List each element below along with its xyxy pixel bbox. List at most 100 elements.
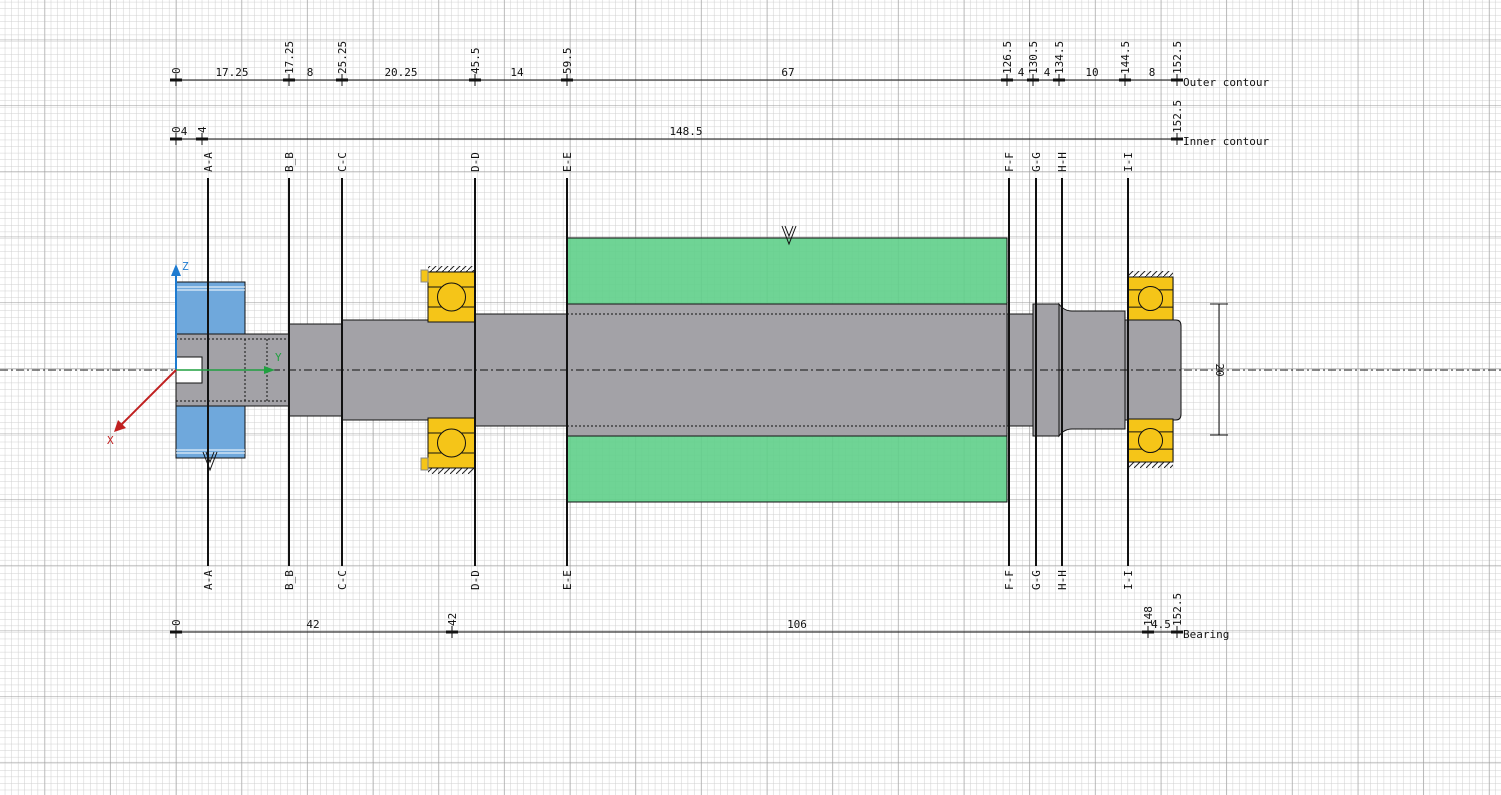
bearing-housing-hatch (428, 266, 475, 272)
section-label-bottom: I-I (1122, 570, 1135, 590)
dimension-arrow-icon (170, 137, 182, 141)
gear-bottom (175, 405, 246, 459)
z-axis-label: Z (182, 260, 189, 273)
outer-position-label: 126.5 (1001, 41, 1014, 74)
inner-position-label: 0 (170, 126, 183, 133)
bearing (1127, 418, 1174, 468)
bearing-position-label: 0 (170, 619, 183, 626)
outer-position-label: 134.5 (1053, 41, 1066, 74)
bearing-ball (1137, 427, 1164, 454)
dimension-arrow-icon (1001, 78, 1013, 82)
section-label-top: A-A (202, 152, 215, 172)
press-fit-zone (566, 237, 1008, 503)
bearing-chain-label: Bearing (1183, 628, 1229, 641)
bearing-ring (1127, 418, 1174, 463)
dimension-arrow-icon (336, 78, 348, 82)
section-label-top: E-E (561, 152, 574, 172)
outer-segment-label: 10 (1085, 66, 1098, 79)
bearing-segment-label: 4.5 (1151, 618, 1171, 631)
dimension-arrow-icon (170, 630, 182, 634)
inner-chain-label: Inner contour (1183, 135, 1269, 148)
outer-segment-label: 8 (307, 66, 314, 79)
section-label-bottom: E-E (561, 570, 574, 590)
y-arrow-icon (264, 366, 275, 374)
diameter-dimension: 20 (1210, 303, 1228, 436)
outer-segment-label: 17.25 (215, 66, 248, 79)
x-arrow-icon (114, 420, 126, 432)
section-label-top: F-F (1003, 152, 1016, 172)
section-label-bottom: G-G (1030, 570, 1043, 590)
outer-chain-label: Outer contour (1183, 76, 1269, 89)
dimension-arrow-icon (283, 78, 295, 82)
outer-position-label: 152.5 (1171, 41, 1184, 74)
fit-zone-bottom (566, 435, 1008, 503)
section-cuts: A-AA-AB_BB_BC-CC-CD-DD-DE-EE-EF-FF-FG-GG… (202, 152, 1135, 590)
outer-segment-label: 8 (1149, 66, 1156, 79)
dimension-arrow-icon (1119, 78, 1131, 82)
bearing (1127, 271, 1174, 321)
outer-segment-label: 14 (510, 66, 524, 79)
bearing-housing-hatch (1128, 271, 1173, 277)
dimension-arrow-icon (469, 78, 481, 82)
outer-position-label: 17.25 (283, 41, 296, 74)
bearing-position-label: 148 (1142, 606, 1155, 626)
section-label-bottom: C-C (336, 570, 349, 590)
gear-teeth-lines (176, 286, 245, 454)
section-label-top: H-H (1056, 152, 1069, 172)
bearing-position-label: 42 (446, 613, 459, 626)
dimension-arrow-icon (446, 630, 458, 634)
dimension-arrow-icon (1171, 137, 1183, 141)
z-arrow-icon (171, 264, 181, 276)
bearings (420, 266, 1174, 474)
dimension-arrow-icon (196, 137, 208, 141)
bearing-housing-hatch (1128, 462, 1173, 468)
section-label-bottom: A-A (202, 570, 215, 590)
section-label-bottom: F-F (1003, 570, 1016, 590)
outer-segment-label: 4 (1018, 66, 1025, 79)
section-label-top: I-I (1122, 152, 1135, 172)
surface-finish-icon (202, 451, 218, 472)
bearing-segment-label: 42 (306, 618, 319, 631)
retaining-ring (420, 269, 429, 283)
surface-finish-marks (202, 225, 797, 472)
inner-position-label: 152.5 (1171, 100, 1184, 133)
outer-segment-label: 20.25 (384, 66, 417, 79)
dimension-arrow-icon (1142, 630, 1154, 634)
dimension-arrow-icon (1053, 78, 1065, 82)
gear-top (175, 281, 246, 335)
outer-segment-label: 4 (1044, 66, 1051, 79)
outer-position-label: 25.25 (336, 41, 349, 74)
bearing (427, 266, 476, 323)
section-label-top: D-D (469, 152, 482, 172)
hidden-bore-lines (176, 313, 1007, 427)
bearing-position-label: 152.5 (1171, 593, 1184, 626)
outer-position-label: 130.5 (1027, 41, 1040, 74)
section-label-top: G-G (1030, 152, 1043, 172)
outer-segment-label: 67 (781, 66, 794, 79)
inner-segment-label: 4 (181, 125, 188, 138)
inner-segment-label: 148.5 (669, 125, 702, 138)
bearing-ball (437, 428, 466, 458)
y-axis-label: Y (275, 351, 282, 364)
surface-finish-icon (781, 225, 797, 246)
inner-position-label: 4 (196, 126, 209, 133)
bearing-housing-hatch (428, 468, 475, 474)
retaining-ring (420, 457, 429, 471)
section-label-bottom: D-D (469, 570, 482, 590)
fit-zone-top (566, 237, 1008, 305)
shaft-segment-4 (474, 313, 568, 427)
section-label-top: B_B (283, 152, 296, 172)
dimension-arrow-icon (170, 78, 182, 82)
bearing (427, 417, 476, 474)
dimension-arrow-icon (561, 78, 573, 82)
gear[interactable] (175, 281, 246, 459)
bearing-ball (1137, 285, 1164, 312)
outer-position-label: 144.5 (1119, 41, 1132, 74)
section-label-bottom: H-H (1056, 570, 1069, 590)
bearing-ring (427, 271, 476, 323)
